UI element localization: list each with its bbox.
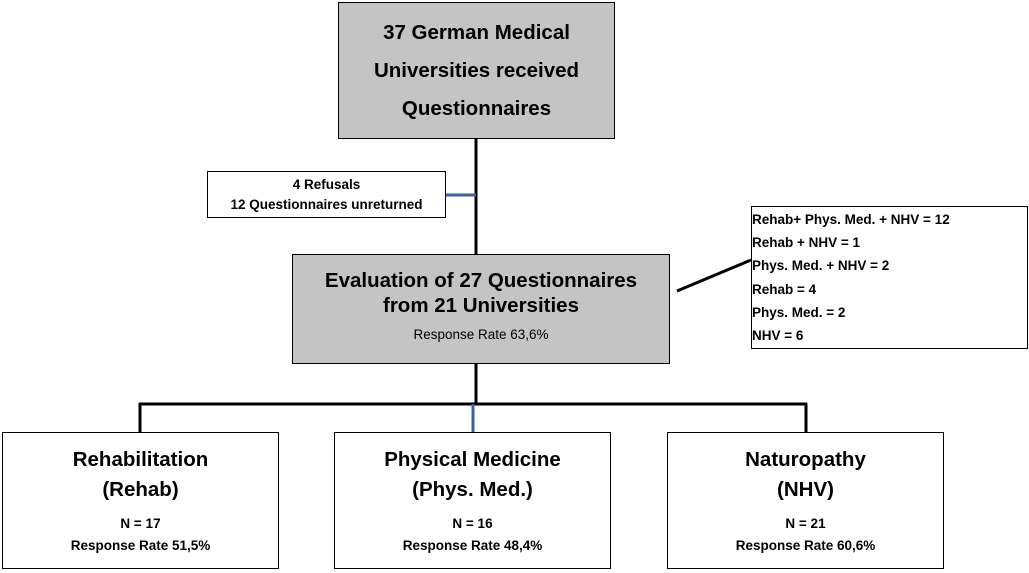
evaluation-line-1: Evaluation of 27 Questionnaires xyxy=(324,269,638,292)
evaluation-response-rate: Response Rate 63,6% xyxy=(413,327,549,342)
connector-evaluation-to-combinations xyxy=(676,258,752,293)
department-response-rate: Response Rate 48,4% xyxy=(402,538,543,553)
department-abbr: (NHV) xyxy=(777,478,834,501)
department-abbr: (Phys. Med.) xyxy=(412,478,533,501)
department-title: Rehabilitation xyxy=(72,448,209,471)
department-box-rehab: Rehabilitation (Rehab) N = 17 Response R… xyxy=(2,432,279,569)
department-n: N = 21 xyxy=(785,516,826,531)
department-title: Naturopathy xyxy=(745,448,866,471)
department-box-phys-med: Physical Medicine (Phys. Med.) N = 16 Re… xyxy=(334,432,611,569)
excluded-box: 4 Refusals 12 Questionnaires unreturned xyxy=(207,171,446,218)
combination-item: Rehab + NHV = 1 xyxy=(752,235,861,251)
evaluation-box: Evaluation of 27 Questionnaires from 21 … xyxy=(292,254,670,364)
combination-item: Phys. Med. + NHV = 2 xyxy=(752,258,890,274)
department-n: N = 16 xyxy=(452,516,493,531)
department-title: Physical Medicine xyxy=(384,448,561,471)
department-response-rate: Response Rate 60,6% xyxy=(735,538,876,553)
combination-item: Phys. Med. = 2 xyxy=(752,304,846,320)
unreturned-text: 12 Questionnaires unreturned xyxy=(230,196,423,212)
combination-item: Rehab+ Phys. Med. + NHV = 12 xyxy=(752,212,950,227)
department-n: N = 17 xyxy=(120,516,161,531)
universities-line-2: Universities received xyxy=(373,58,580,82)
universities-line-3: Questionnaires xyxy=(401,96,552,120)
refusals-text: 4 Refusals xyxy=(292,176,361,192)
universities-box: 37 German Medical Universities received … xyxy=(338,2,615,139)
department-box-nhv: Naturopathy (NHV) N = 21 Response Rate 6… xyxy=(667,432,944,569)
combination-item: NHV = 6 xyxy=(752,328,804,344)
combination-item: Rehab = 4 xyxy=(752,281,817,297)
universities-line-1: 37 German Medical xyxy=(383,20,570,44)
evaluation-line-2: from 21 Universities xyxy=(383,294,579,317)
department-abbr: (Rehab) xyxy=(102,478,179,501)
combinations-box: Rehab+ Phys. Med. + NHV = 12 Rehab + NHV… xyxy=(751,206,1028,349)
department-response-rate: Response Rate 51,5% xyxy=(70,538,211,553)
